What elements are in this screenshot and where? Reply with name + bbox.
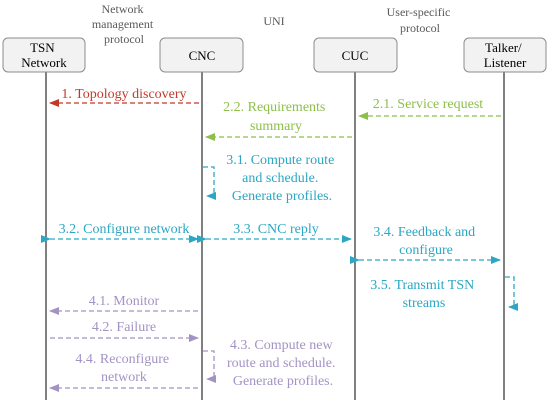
entity-tsn-network: TSN Network: [2, 37, 86, 73]
entity-cnc-label: CNC: [189, 48, 216, 63]
uni-label: UNI: [263, 14, 284, 28]
svg-text:2.2. Requirements summar: 2.2. Requirements summary: [223, 100, 329, 134]
svg-text:3.1. Compute route and s: 3.1. Compute route and schedule. Generat…: [226, 153, 338, 204]
entity-tsn-network-label: TSN Network: [21, 40, 67, 70]
entity-talker-listener: Talker/ Listener: [463, 37, 547, 73]
svg-text:4.1. Monitor: 4.1. Monitor: [89, 294, 160, 309]
loop-arrow-transmit-tsn-streams: [505, 276, 518, 311]
message-monitor: 4.1. Monitor: [49, 294, 198, 315]
message-topology-discovery: 1. Topology discovery: [49, 87, 199, 107]
svg-text:3.5. Transmit TSN stream: 3.5. Transmit TSN streams: [370, 278, 478, 311]
message-cnc-reply: 3.3. CNC reply: [197, 222, 352, 243]
loop-arrow-compute-new-route: [203, 350, 216, 383]
message-compute-route: 3.1. Compute route and schedule. Generat…: [203, 153, 338, 204]
message-requirements-summary: 2.2. Requirements summary: [205, 100, 352, 141]
svg-text:3.3. CNC reply: 3.3. CNC reply: [233, 222, 319, 237]
message-configure-network: 3.2. Configure network: [41, 222, 199, 243]
user-specific-protocol-label: User-specific protocol: [387, 5, 454, 35]
message-reconfigure-network: 4.4. Reconfigure network: [49, 352, 198, 392]
entity-talker-listener-label: Talker/ Listener: [484, 40, 527, 70]
entity-cuc-label: CUC: [342, 48, 369, 63]
network-management-protocol-label: Network management protocol: [92, 2, 156, 46]
entity-cuc: CUC: [313, 37, 398, 73]
svg-text:2.1. Service request: 2.1. Service request: [373, 97, 484, 112]
message-service-request: 2.1. Service request: [358, 97, 501, 120]
svg-text:3.2. Configure network: 3.2. Configure network: [59, 222, 190, 237]
svg-text:1. Topology discovery: 1. Topology discovery: [61, 87, 186, 102]
message-feedback-configure: 3.4. Feedback and configure: [350, 225, 501, 264]
message-transmit-tsn-streams: 3.5. Transmit TSN streams: [370, 276, 518, 311]
loop-arrow-compute-route: [203, 166, 216, 200]
svg-text:3.4. Feedback and config: 3.4. Feedback and configure: [373, 225, 478, 258]
message-failure: 4.2. Failure: [50, 320, 199, 342]
svg-text:4.4. Reconfigure network: 4.4. Reconfigure network: [75, 352, 172, 385]
entity-cnc: CNC: [159, 37, 244, 73]
svg-text:4.3. Compute new route a: 4.3. Compute new route and schedule. Gen…: [227, 338, 339, 389]
svg-text:4.2. Failure: 4.2. Failure: [92, 320, 156, 335]
message-compute-new-route: 4.3. Compute new route and schedule. Gen…: [203, 338, 339, 389]
